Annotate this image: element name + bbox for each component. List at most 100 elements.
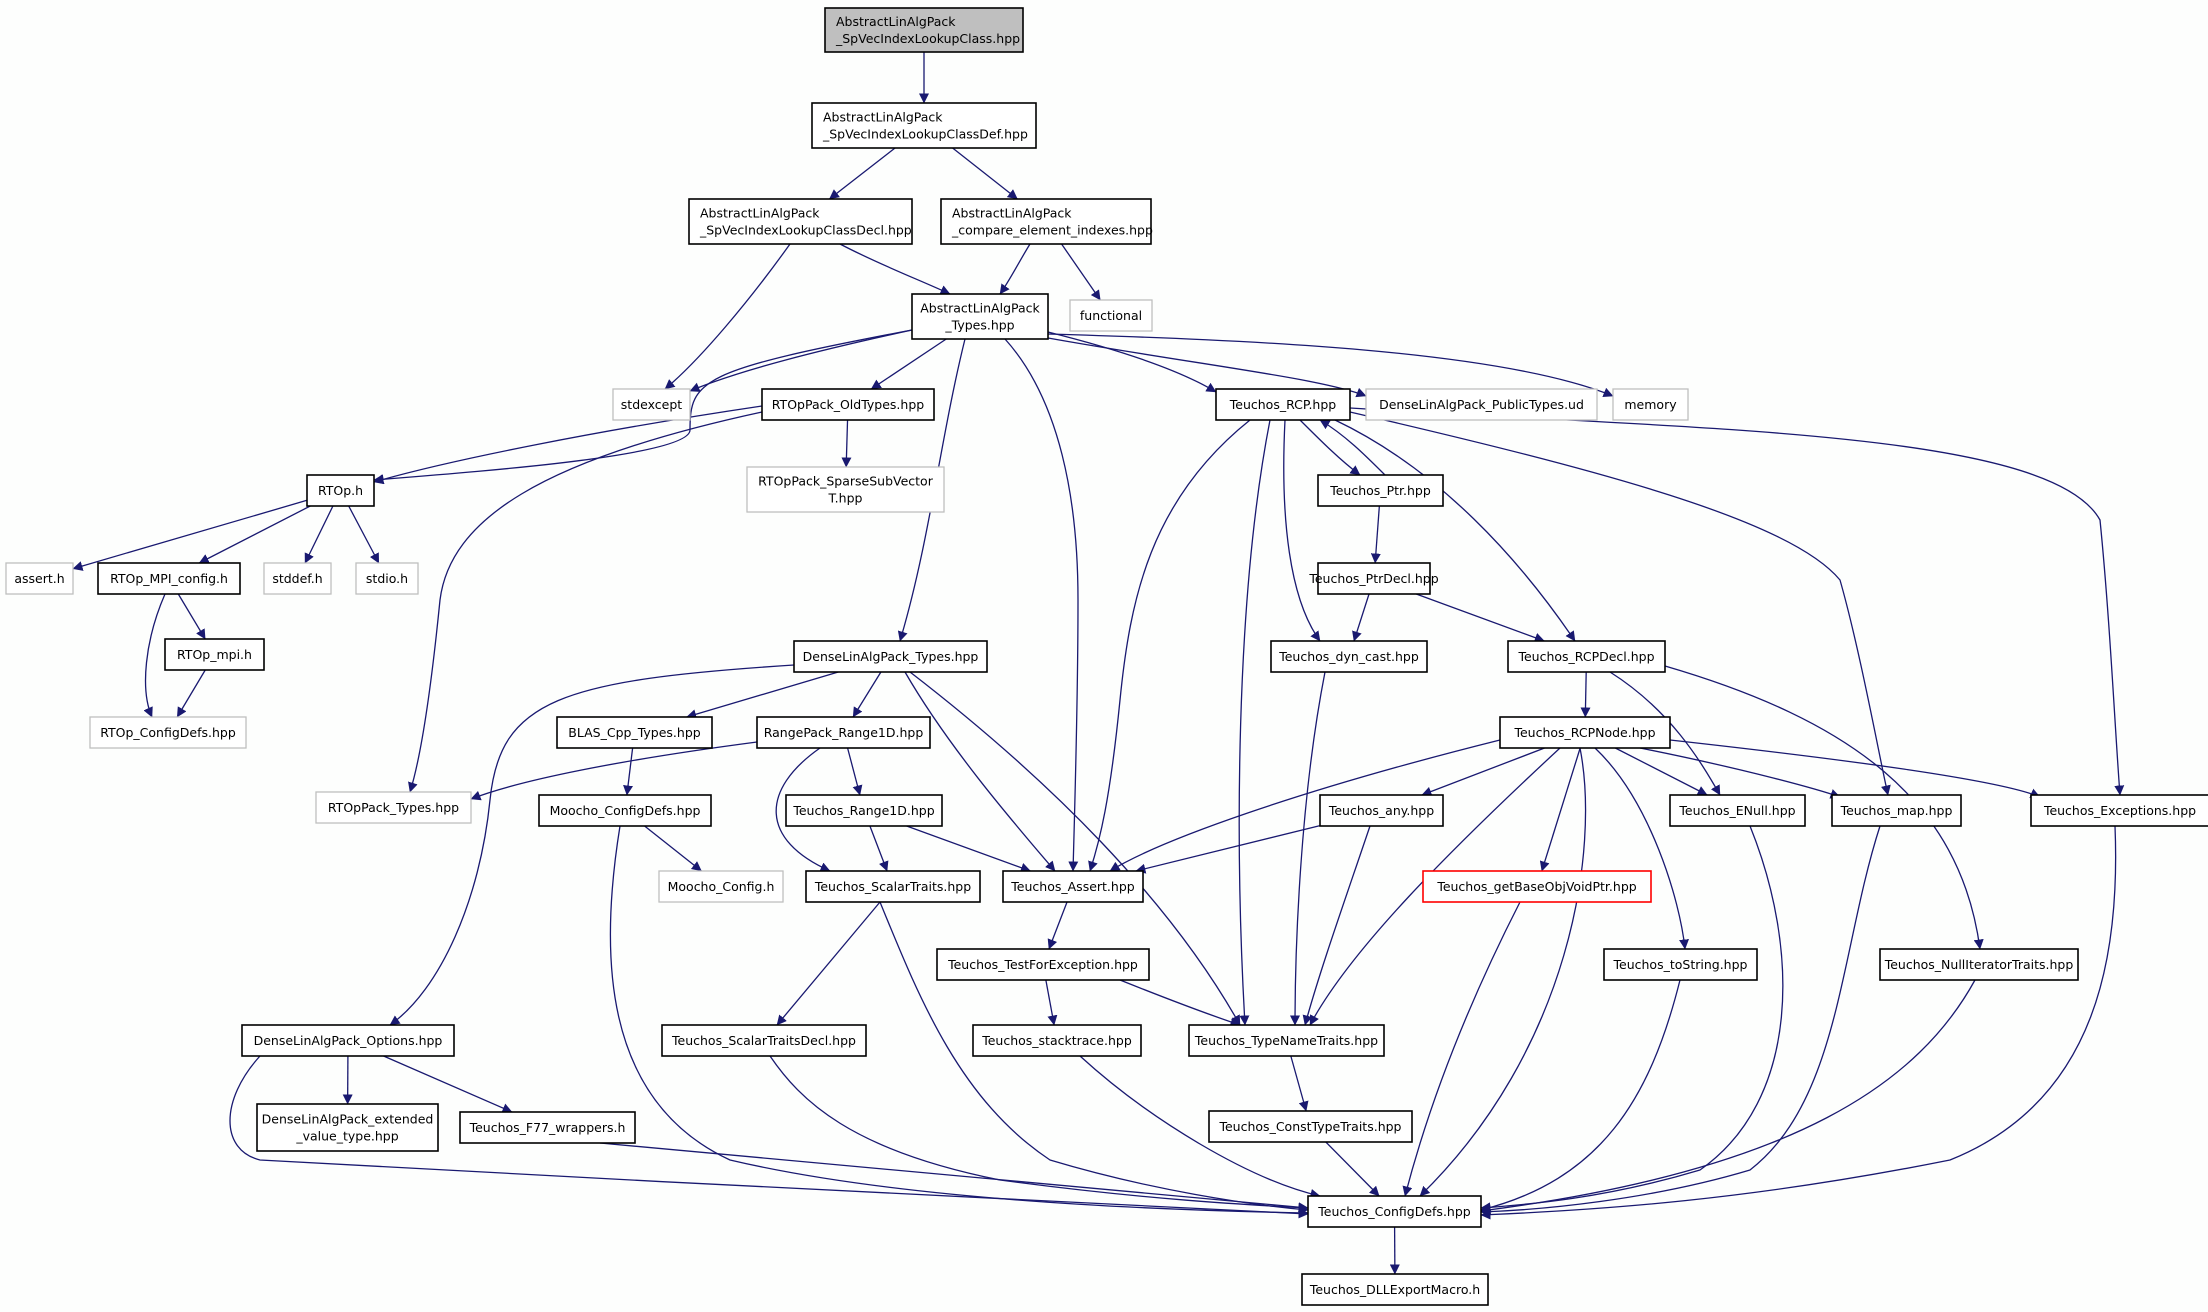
node-rcpdecl[interactable]: Teuchos_RCPDecl.hpp bbox=[1507, 640, 1666, 673]
node-moochoconfig: Moocho_Config.h bbox=[658, 870, 784, 903]
node-label: _compare_element_indexes.hpp bbox=[951, 223, 1153, 238]
node-ptrdecl[interactable]: Teuchos_PtrDecl.hpp bbox=[1308, 562, 1439, 595]
node-any[interactable]: Teuchos_any.hpp bbox=[1319, 794, 1444, 827]
node-box bbox=[5, 562, 74, 595]
node-mpiconfig[interactable]: RTOp_MPI_config.h bbox=[97, 562, 241, 595]
node-box bbox=[1002, 870, 1144, 903]
node-decl[interactable]: AbstractLinAlgPack_SpVecIndexLookupClass… bbox=[688, 198, 913, 245]
node-label: Teuchos_TestForException.hpp bbox=[947, 957, 1138, 972]
node-label: DenseLinAlgPack_Types.hpp bbox=[803, 649, 979, 664]
node-range1dpack[interactable]: RangePack_Range1D.hpp bbox=[756, 716, 931, 749]
node-stacktrace[interactable]: Teuchos_stacktrace.hpp bbox=[972, 1024, 1142, 1057]
node-label: Teuchos_Range1D.hpp bbox=[792, 803, 934, 818]
node-stdexcept: stdexcept bbox=[612, 388, 691, 421]
node-oldtypes[interactable]: RTOpPack_OldTypes.hpp bbox=[761, 388, 935, 421]
node-blas[interactable]: BLAS_Cpp_Types.hpp bbox=[556, 716, 713, 749]
node-rcpnode[interactable]: Teuchos_RCPNode.hpp bbox=[1499, 716, 1671, 749]
node-label: _SpVecIndexLookupClassDef.hpp bbox=[822, 127, 1028, 142]
edge-typenametraits-to-consttypetraits bbox=[1290, 1055, 1309, 1112]
node-dlatypes[interactable]: DenseLinAlgPack_Types.hpp bbox=[793, 640, 988, 673]
node-label: Teuchos_stacktrace.hpp bbox=[981, 1033, 1132, 1048]
node-label: RTOp.h bbox=[318, 483, 363, 498]
node-typenametraits[interactable]: Teuchos_TypeNameTraits.hpp bbox=[1188, 1024, 1385, 1057]
edge-rcp-to-exceptions bbox=[1349, 407, 2125, 796]
node-extended[interactable]: DenseLinAlgPack_extended_value_type.hpp bbox=[256, 1103, 439, 1152]
node-rtopmpi[interactable]: RTOp_mpi.h bbox=[164, 638, 265, 671]
node-exceptions[interactable]: Teuchos_Exceptions.hpp bbox=[2030, 794, 2208, 827]
node-box bbox=[1319, 794, 1444, 827]
node-label: Teuchos_ScalarTraits.hpp bbox=[814, 879, 971, 894]
edge-ptr-to-ptrdecl bbox=[1370, 505, 1381, 564]
edge-blas-to-moochoconfigdefs bbox=[623, 747, 634, 796]
node-rtoph[interactable]: RTOp.h bbox=[306, 474, 375, 507]
node-def[interactable]: AbstractLinAlgPack_SpVecIndexLookupClass… bbox=[811, 102, 1037, 149]
edge-testforexc-to-typenametraits bbox=[1119, 979, 1241, 1027]
node-stddef: stddef.h bbox=[263, 562, 332, 595]
node-label: DenseLinAlgPack_extended bbox=[262, 1112, 434, 1127]
node-box bbox=[538, 794, 712, 827]
node-nulliter[interactable]: Teuchos_NullIteratorTraits.hpp bbox=[1879, 948, 2079, 981]
node-box bbox=[256, 1103, 439, 1152]
node-cmp[interactable]: AbstractLinAlgPack_compare_element_index… bbox=[940, 198, 1153, 245]
nodes-layer: AbstractLinAlgPack_SpVecIndexLookupClass… bbox=[5, 7, 2208, 1306]
edge-exceptions-to-configdefs bbox=[1480, 825, 2117, 1220]
node-label: Teuchos_NullIteratorTraits.hpp bbox=[1884, 957, 2074, 972]
node-scalartraitsdecl[interactable]: Teuchos_ScalarTraitsDecl.hpp bbox=[661, 1024, 867, 1057]
node-root[interactable]: AbstractLinAlgPack_SpVecIndexLookupClass… bbox=[824, 7, 1024, 53]
edge-rcpnode-to-any bbox=[1421, 747, 1545, 797]
node-testforexc[interactable]: Teuchos_TestForException.hpp bbox=[936, 948, 1150, 981]
edge-dyncast-to-typenametraits bbox=[1290, 671, 1326, 1026]
node-label: Teuchos_RCPDecl.hpp bbox=[1517, 649, 1654, 664]
edge-rcp-to-ptr bbox=[1299, 419, 1361, 476]
edge-cmp-to-types bbox=[999, 243, 1031, 295]
node-dyncast[interactable]: Teuchos_dyn_cast.hpp bbox=[1270, 640, 1428, 673]
edge-rcp-to-assert bbox=[1088, 419, 1251, 872]
node-label: assert.h bbox=[14, 571, 64, 586]
node-f77[interactable]: Teuchos_F77_wrappers.h bbox=[459, 1111, 636, 1144]
edge-ptr-to-rcp bbox=[1319, 419, 1386, 476]
node-moochoconfigdefs[interactable]: Moocho_ConfigDefs.hpp bbox=[538, 794, 712, 827]
node-label: Teuchos_TypeNameTraits.hpp bbox=[1194, 1033, 1378, 1048]
node-box bbox=[688, 198, 913, 245]
node-label: Teuchos_Assert.hpp bbox=[1010, 879, 1134, 894]
node-configdefs[interactable]: Teuchos_ConfigDefs.hpp bbox=[1307, 1195, 1482, 1228]
node-options[interactable]: DenseLinAlgPack_Options.hpp bbox=[241, 1024, 455, 1057]
edge-dlatypes-to-blas bbox=[686, 671, 839, 720]
node-asserth: assert.h bbox=[5, 562, 74, 595]
node-scalartraits[interactable]: Teuchos_ScalarTraits.hpp bbox=[805, 870, 981, 903]
node-label: Moocho_Config.h bbox=[668, 879, 775, 894]
node-map[interactable]: Teuchos_map.hpp bbox=[1831, 794, 1962, 827]
node-dllexport[interactable]: Teuchos_DLLExportMacro.h bbox=[1301, 1273, 1489, 1306]
node-box bbox=[761, 388, 935, 421]
node-label: Teuchos_map.hpp bbox=[1840, 803, 1953, 818]
node-tostring[interactable]: Teuchos_toString.hpp bbox=[1603, 948, 1758, 981]
edge-consttypetraits-to-configdefs bbox=[1325, 1141, 1380, 1197]
node-assert[interactable]: Teuchos_Assert.hpp bbox=[1002, 870, 1144, 903]
node-box bbox=[658, 870, 784, 903]
node-box bbox=[1612, 388, 1689, 421]
edge-nulliter-to-configdefs bbox=[1480, 979, 1976, 1215]
edge-types-to-memory bbox=[1047, 333, 1614, 398]
edge-rcpdecl-to-enull bbox=[1609, 671, 1721, 796]
node-box bbox=[89, 716, 247, 749]
node-label: DenseLinAlgPack_Options.hpp bbox=[254, 1033, 443, 1048]
edge-rcpdecl-to-nulliter bbox=[1664, 665, 1984, 950]
edge-rtopmpi-to-rtopconfig bbox=[176, 669, 206, 718]
node-box bbox=[1215, 388, 1351, 421]
node-consttypetraits[interactable]: Teuchos_ConstTypeTraits.hpp bbox=[1208, 1110, 1413, 1143]
node-range1d[interactable]: Teuchos_Range1D.hpp bbox=[785, 794, 943, 827]
edge-assert-to-testforexc bbox=[1047, 901, 1068, 950]
node-box bbox=[1669, 794, 1806, 827]
edge-mpiconfig-to-rtopconfig bbox=[143, 593, 166, 718]
node-box bbox=[1317, 562, 1431, 595]
node-getbase[interactable]: Teuchos_getBaseObjVoidPtr.hpp bbox=[1422, 870, 1652, 903]
edge-moochoconfigdefs-to-moochoconfig bbox=[644, 825, 702, 872]
node-label: RTOp_mpi.h bbox=[177, 647, 252, 662]
node-enull[interactable]: Teuchos_ENull.hpp bbox=[1669, 794, 1806, 827]
node-rcp[interactable]: Teuchos_RCP.hpp bbox=[1215, 388, 1351, 421]
node-ptr[interactable]: Teuchos_Ptr.hpp bbox=[1317, 474, 1444, 507]
node-label: Teuchos_DLLExportMacro.h bbox=[1309, 1282, 1480, 1297]
node-label: Teuchos_RCPNode.hpp bbox=[1513, 725, 1655, 740]
node-types[interactable]: AbstractLinAlgPack_Types.hpp bbox=[911, 293, 1049, 340]
